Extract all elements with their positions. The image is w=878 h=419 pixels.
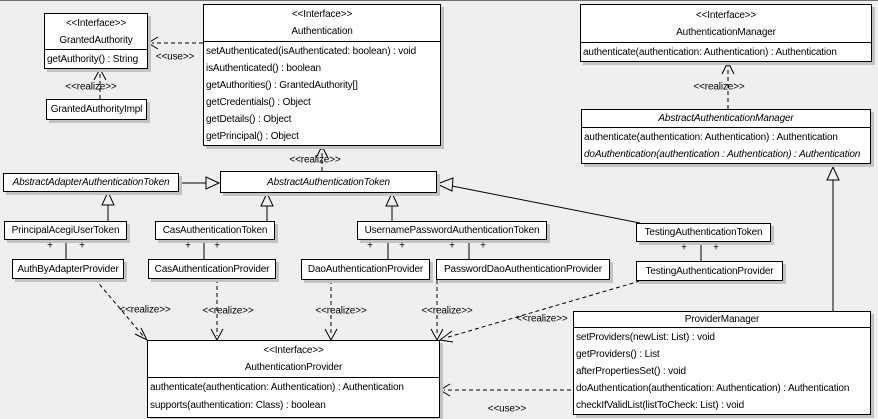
class-abstract-authentication-token: AbstractAuthenticationToken: [220, 171, 437, 193]
class-testing-authentication-token: TestingAuthenticationToken: [636, 223, 771, 242]
generalization-usernamepassword-to-abstract-token: [385, 191, 399, 221]
method: isAuthenticated() : boolean: [206, 63, 321, 74]
class-name: TestingAuthenticationToken: [644, 227, 763, 238]
method: authenticate(authentication: Authenticat…: [150, 382, 404, 393]
realize-label-grantedauthority: <<realize>>: [65, 81, 117, 93]
method: authenticate(authentication: Authenticat…: [584, 132, 838, 143]
multiplicity-plus: +: [399, 240, 405, 252]
method: getProviders() : List: [576, 349, 660, 360]
realize-grantedauthorityimpl: [93, 67, 107, 99]
class-name: DaoAuthenticationProvider: [307, 264, 424, 275]
class-cas-authentication-token: CasAuthenticationToken: [155, 221, 275, 240]
stereotype-label: <<Interface>>: [65, 17, 127, 29]
use-authentication-grantedauthority: [147, 36, 203, 50]
class-name: CasAuthenticationProvider: [154, 263, 270, 275]
class-dao-authentication-provider: DaoAuthenticationProvider: [301, 259, 430, 280]
method: getAuthority() : String: [47, 54, 139, 65]
class-name: UsernamePasswordAuthenticationToken: [364, 225, 540, 236]
method: doAuthentication(authentication : Authen…: [584, 149, 861, 160]
class-authentication-manager: <<Interface>> AuthenticationManager auth…: [580, 4, 872, 62]
realize-label-passworddao: <<realize>>: [421, 305, 473, 317]
realize-label-authbyadapter: <<realize>>: [119, 304, 171, 316]
class-name: CasAuthenticationToken: [162, 225, 268, 236]
class-authentication-provider: <<Interface>> AuthenticationProvider aut…: [147, 340, 440, 418]
method: getCredentials() : Object: [206, 97, 311, 108]
method: getAuthorities() : GrantedAuthority[]: [206, 80, 358, 91]
class-name: PrincipalAcegiUserToken: [11, 225, 120, 236]
class-name: ProviderManager: [684, 313, 760, 325]
class-username-password-authentication-token: UsernamePasswordAuthenticationToken: [357, 221, 547, 240]
generalization-adapter-to-abstract-token: [179, 176, 221, 190]
class-name: PasswordDaoAuthenticationProvider: [444, 264, 602, 275]
realize-label-testingprovider: <<realize>>: [516, 313, 568, 325]
method: setProviders(newList: List) : void: [576, 332, 715, 343]
class-abstract-adapter-authentication-token: AbstractAdapterAuthenticationToken: [3, 173, 179, 192]
use-label-bottom: <<use>>: [487, 403, 527, 415]
class-name: GrantedAuthority: [59, 34, 133, 46]
generalization-providermanager-to-abstractmanager: [826, 165, 840, 311]
multiplicity-plus: +: [713, 242, 719, 254]
multiplicity-plus: +: [367, 240, 373, 252]
multiplicity-plus: +: [214, 240, 220, 252]
class-name: GrantedAuthorityImpl: [50, 104, 143, 115]
class-password-dao-authentication-provider: PasswordDaoAuthenticationProvider: [436, 259, 610, 280]
realize-label-casprovider: <<realize>>: [202, 305, 254, 317]
generalization-cas-to-abstract-token: [260, 191, 274, 221]
class-name: AbstractAdapterAuthenticationToken: [12, 177, 170, 188]
multiplicity-plus: +: [79, 240, 85, 252]
class-cas-authentication-provider: CasAuthenticationProvider: [148, 259, 276, 279]
class-auth-by-adapter-provider: AuthByAdapterProvider: [12, 259, 124, 279]
class-abstract-authentication-manager: AbstractAuthenticationManager authentica…: [581, 109, 871, 164]
method: authenticate(authentication: Authenticat…: [583, 47, 837, 58]
realize-label-daoprovider: <<realize>>: [315, 305, 367, 317]
method: getPrincipal() : Object: [206, 131, 299, 142]
method: checkIfValidList(listToCheck: List) : vo…: [576, 400, 745, 411]
class-principal-acegi-user-token: PrincipalAcegiUserToken: [4, 221, 127, 240]
method: getDetails() : Object: [206, 114, 292, 125]
realize-testingprovider: [438, 280, 641, 343]
class-granted-authority-impl: GrantedAuthorityImpl: [46, 99, 147, 120]
multiplicity-plus: +: [47, 240, 53, 252]
class-provider-manager: ProviderManager setProviders(newList: Li…: [573, 311, 871, 415]
method: afterPropertiesSet() : void: [576, 366, 686, 377]
generalization-principal-to-adapter: [101, 190, 115, 221]
class-name: TestingAuthenticationProvider: [645, 265, 774, 277]
multiplicity-plus: +: [681, 242, 687, 254]
class-name: AuthenticationManager: [676, 26, 776, 38]
stereotype-label: <<Interface>>: [695, 9, 757, 21]
class-name: AuthByAdapterProvider: [17, 263, 119, 275]
class-name: AbstractAuthenticationToken: [267, 176, 390, 188]
multiplicity-plus: +: [449, 240, 455, 252]
use-label-top: <<use>>: [155, 51, 195, 63]
method: doAuthentication(authentication: Authent…: [576, 383, 850, 394]
class-testing-authentication-provider: TestingAuthenticationProvider: [636, 261, 783, 281]
class-authentication: <<Interface>> Authentication setAuthenti…: [203, 4, 441, 146]
stereotype-label: <<Interface>>: [263, 345, 324, 356]
class-name: AbstractAuthenticationManager: [658, 113, 794, 124]
class-granted-authority: <<Interface>> GrantedAuthority getAuthor…: [44, 13, 148, 69]
realize-abstract-token: [315, 144, 329, 171]
generalization-testing-to-abstract-token: [435, 177, 641, 224]
class-name: Authentication: [291, 26, 353, 37]
use-providermanager-authenticationprovider: [439, 383, 571, 397]
class-name: AuthenticationProvider: [244, 362, 343, 373]
canvas-top-border: [0, 0, 878, 1]
stereotype-label: <<Interface>>: [291, 9, 353, 20]
realize-abstract-manager: [721, 60, 735, 109]
method: setAuthenticated(isAuthenticated: boolea…: [206, 46, 417, 57]
method: supports(authentication: Class) : boolea…: [150, 400, 326, 411]
multiplicity-plus: +: [480, 240, 486, 252]
multiplicity-plus: +: [185, 240, 191, 252]
realize-label-abstract-manager: <<realize>>: [693, 81, 745, 93]
realize-label-abstract-token: <<realize>>: [289, 154, 341, 166]
